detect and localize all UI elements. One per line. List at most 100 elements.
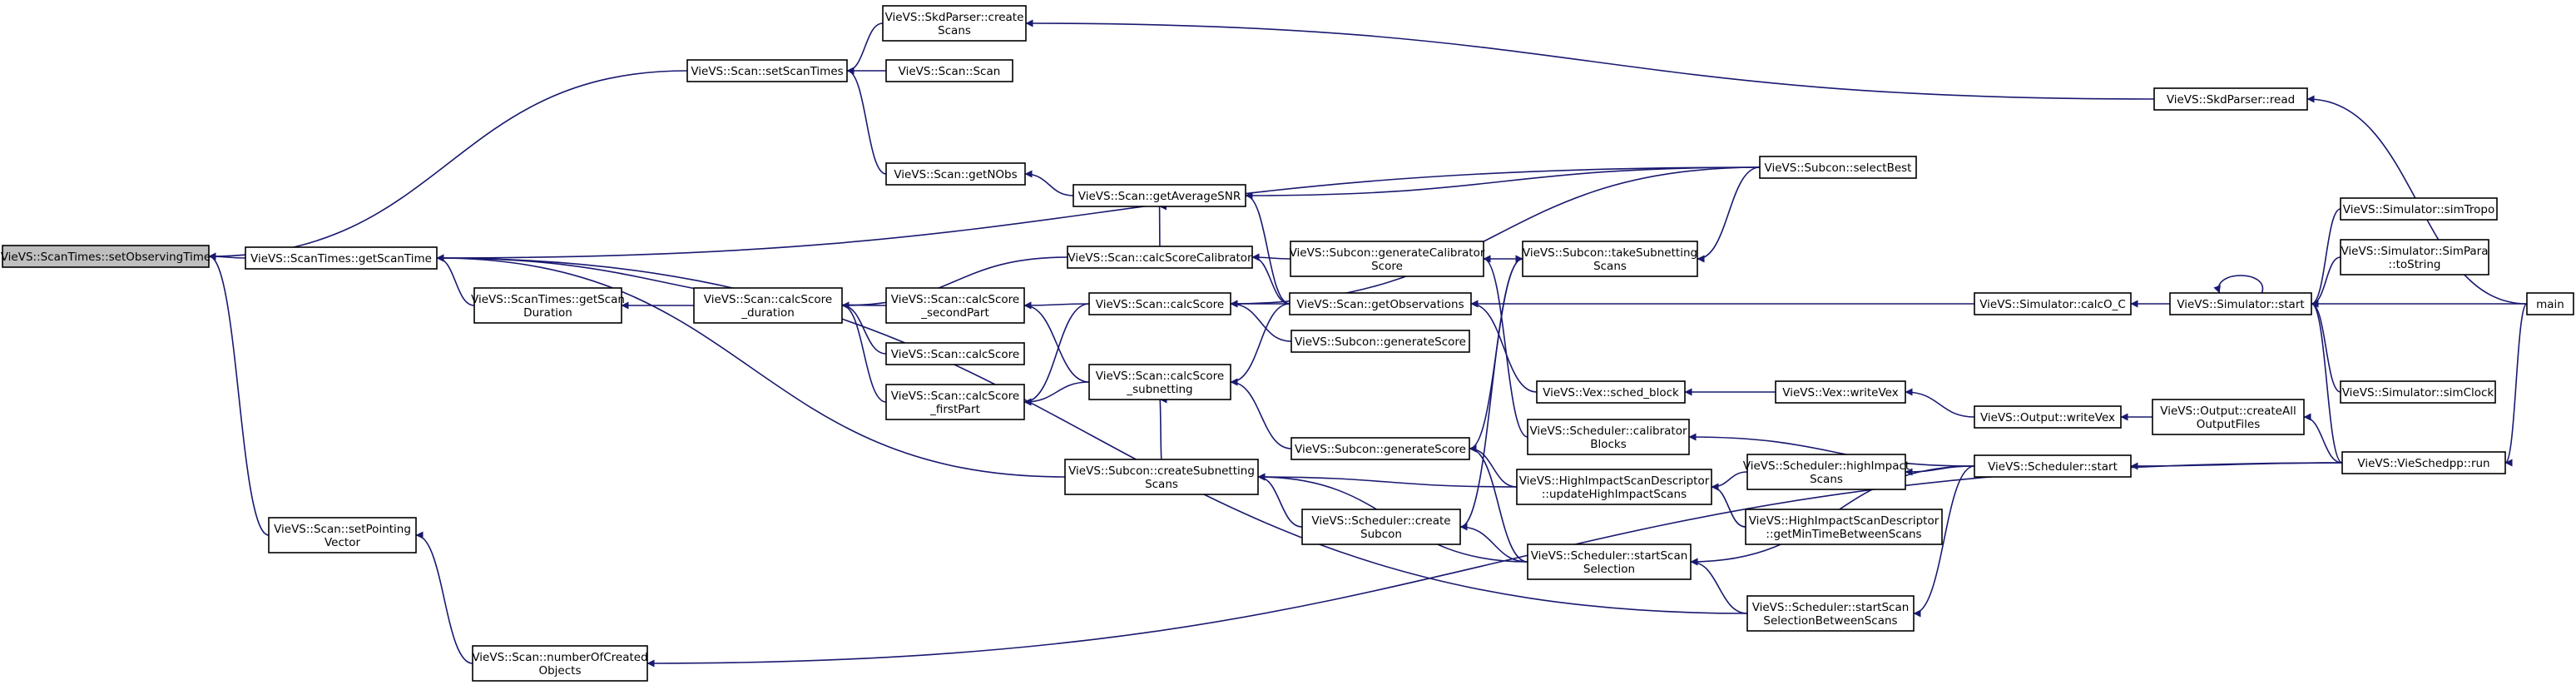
node-update-high-impact[interactable]: VieVS::HighImpactScanDescriptor::updateH… xyxy=(1516,469,1712,505)
node-box xyxy=(2153,87,2308,111)
node-box xyxy=(2526,292,2574,315)
node-label-line: VieVS::Scheduler::startScan xyxy=(1752,601,1910,614)
node-label-line: ::toString xyxy=(2389,258,2441,271)
node-box xyxy=(1088,364,1231,400)
node-sim-para-to-string[interactable]: VieVS::Simulator::SimPara::toString xyxy=(2340,239,2489,275)
node-sub-gen-score2[interactable]: VieVS::Subcon::generateScore xyxy=(1290,437,1470,460)
node-get-average-snr[interactable]: VieVS::Scan::getAverageSNR xyxy=(1073,184,1246,207)
node-skd-read[interactable]: VieVS::SkdParser::read xyxy=(2153,87,2308,111)
node-box xyxy=(2169,292,2312,315)
node-label-line: VieVS::Scan::calcScore xyxy=(704,293,833,306)
node-box xyxy=(885,384,1025,420)
edge-calc-score-low-to-calc-score-duration xyxy=(841,301,887,355)
edge-create-subcon-to-take-subnetting xyxy=(1459,255,1523,528)
node-box xyxy=(882,5,1027,42)
node-label-line: SelectionBetweenScans xyxy=(1763,614,1897,628)
node-label-line: VieVS::Vex::writeVex xyxy=(1782,386,1898,400)
node-scan-scan[interactable]: VieVS::Scan::Scan xyxy=(885,59,1013,82)
node-label-line: VieVS::Simulator::start xyxy=(2177,298,2304,311)
node-vex-sched-block[interactable]: VieVS::Vex::sched_block xyxy=(1536,380,1686,404)
edge-sched-start-to-start-scan-sel-between xyxy=(1913,465,1975,618)
edge-update-high-impact-to-sub-gen-score2 xyxy=(1469,444,1518,488)
node-vie-sched-run[interactable]: VieVS::VieSchedpp::run xyxy=(2341,451,2506,474)
edge-calc-score-calibrator-to-calc-score-duration xyxy=(841,256,1068,310)
node-sched-start[interactable]: VieVS::Scheduler::start xyxy=(1974,454,2132,478)
node-calc-score-calibrator[interactable]: VieVS::Scan::calcScoreCalibrator xyxy=(1067,246,1253,269)
node-box xyxy=(885,59,1013,82)
node-vex-write-vex[interactable]: VieVS::Vex::writeVex xyxy=(1775,380,1906,404)
edge-get-average-snr-to-get-nobs xyxy=(1024,170,1074,196)
node-calc-score-low[interactable]: VieVS::Scan::calcScore xyxy=(885,342,1025,365)
edge-set-pointing-vector-to-set-observing-time xyxy=(208,252,270,536)
node-start-scan-sel-between[interactable]: VieVS::Scheduler::startScanSelectionBetw… xyxy=(1746,595,1915,632)
node-set-scan-times[interactable]: VieVS::Scan::setScanTimes xyxy=(686,59,848,82)
edge-calc-score-main-to-calc-score-first xyxy=(1023,303,1090,406)
node-box xyxy=(2340,239,2489,275)
node-sub-gen-score[interactable]: VieVS::Subcon::generateScore xyxy=(1290,330,1470,353)
node-main-fn[interactable]: main xyxy=(2526,292,2574,315)
node-set-observing-time[interactable]: VieVS::ScanTimes::setObservingTime xyxy=(1,245,211,268)
node-label-line: VieVS::Scheduler::create xyxy=(1311,514,1450,528)
node-label-line: Scans xyxy=(1593,260,1627,273)
node-box xyxy=(268,517,417,553)
node-label-line: VieVS::Scan::Scan xyxy=(899,65,1001,78)
node-label-line: VieVS::Scan::calcScore xyxy=(1096,298,1225,311)
node-get-observations[interactable]: VieVS::Scan::getObservations xyxy=(1289,292,1472,315)
node-label-line: VieVS::Output::createAll xyxy=(2160,405,2296,418)
node-label-line: VieVS::Scan::calcScore xyxy=(1096,370,1225,383)
edge-sim-start-to-sim-start xyxy=(2213,275,2264,294)
node-label-line: Vector xyxy=(324,536,360,549)
node-box xyxy=(1974,292,2132,315)
node-label-line: VieVS::ScanTimes::getScanTime xyxy=(250,252,432,266)
node-label-line: Score xyxy=(1371,260,1403,273)
node-sim-tropo[interactable]: VieVS::Simulator::simTropo xyxy=(2340,197,2498,221)
node-label-line: VieVS::HighImpactScanDescriptor xyxy=(1519,474,1710,488)
edge-get-min-time-to-update-high-impact xyxy=(1711,483,1746,528)
node-sim-start[interactable]: VieVS::Simulator::start xyxy=(2169,292,2312,315)
node-box xyxy=(1527,419,1690,455)
node-box xyxy=(245,246,438,270)
node-box xyxy=(1746,595,1915,632)
node-calc-score-subnet[interactable]: VieVS::Scan::calcScore_subnetting xyxy=(1088,364,1231,400)
node-get-nobs[interactable]: VieVS::Scan::getNObs xyxy=(885,162,1026,186)
node-label-line: VieVS::Scan::calcScore xyxy=(891,390,1020,403)
node-label-line: Subcon xyxy=(1360,528,1402,541)
edge-vie-sched-run-to-output-create-all xyxy=(2303,413,2343,464)
edge-sim-para-to-string-to-sim-start xyxy=(2311,256,2341,308)
node-box xyxy=(693,287,843,324)
edge-sched-start-to-sched-high-impact xyxy=(1905,465,1975,476)
node-label-line: VieVS::Scan::calcScore xyxy=(891,348,1020,361)
node-output-write-vex[interactable]: VieVS::Output::writeVex xyxy=(1974,405,2122,429)
node-box xyxy=(1073,184,1246,207)
node-sim-clock[interactable]: VieVS::Simulator::simClock xyxy=(2340,380,2496,404)
node-calc-score-duration[interactable]: VieVS::Scan::calcScore_duration xyxy=(693,287,843,324)
node-box xyxy=(2,245,210,268)
node-sim-calc-oc[interactable]: VieVS::Simulator::calcO_C xyxy=(1974,292,2132,315)
node-calc-score-main[interactable]: VieVS::Scan::calcScore xyxy=(1088,292,1231,315)
node-label-line: VieVS::Subcon::generateCalibrator xyxy=(1290,246,1485,260)
edge-skd-create-scans-to-set-scan-times xyxy=(846,22,884,75)
node-box xyxy=(1527,544,1692,580)
node-calc-score-first[interactable]: VieVS::Scan::calcScore_firstPart xyxy=(885,384,1025,420)
edge-skd-read-to-skd-create-scans xyxy=(1025,19,2155,100)
node-get-scan-time[interactable]: VieVS::ScanTimes::getScanTime xyxy=(245,246,438,270)
node-label-line: VieVS::Subcon::takeSubnetting xyxy=(1523,246,1697,260)
node-label-line: VieVS::Scheduler::startScan xyxy=(1531,549,1688,563)
node-calc-score-second[interactable]: VieVS::Scan::calcScore_secondPart xyxy=(885,287,1025,324)
node-label-line: Objects xyxy=(538,664,581,678)
node-get-min-time[interactable]: VieVS::HighImpactScanDescriptor::getMinT… xyxy=(1745,509,1943,545)
node-select-best[interactable]: VieVS::Subcon::selectBest xyxy=(1759,156,1917,179)
